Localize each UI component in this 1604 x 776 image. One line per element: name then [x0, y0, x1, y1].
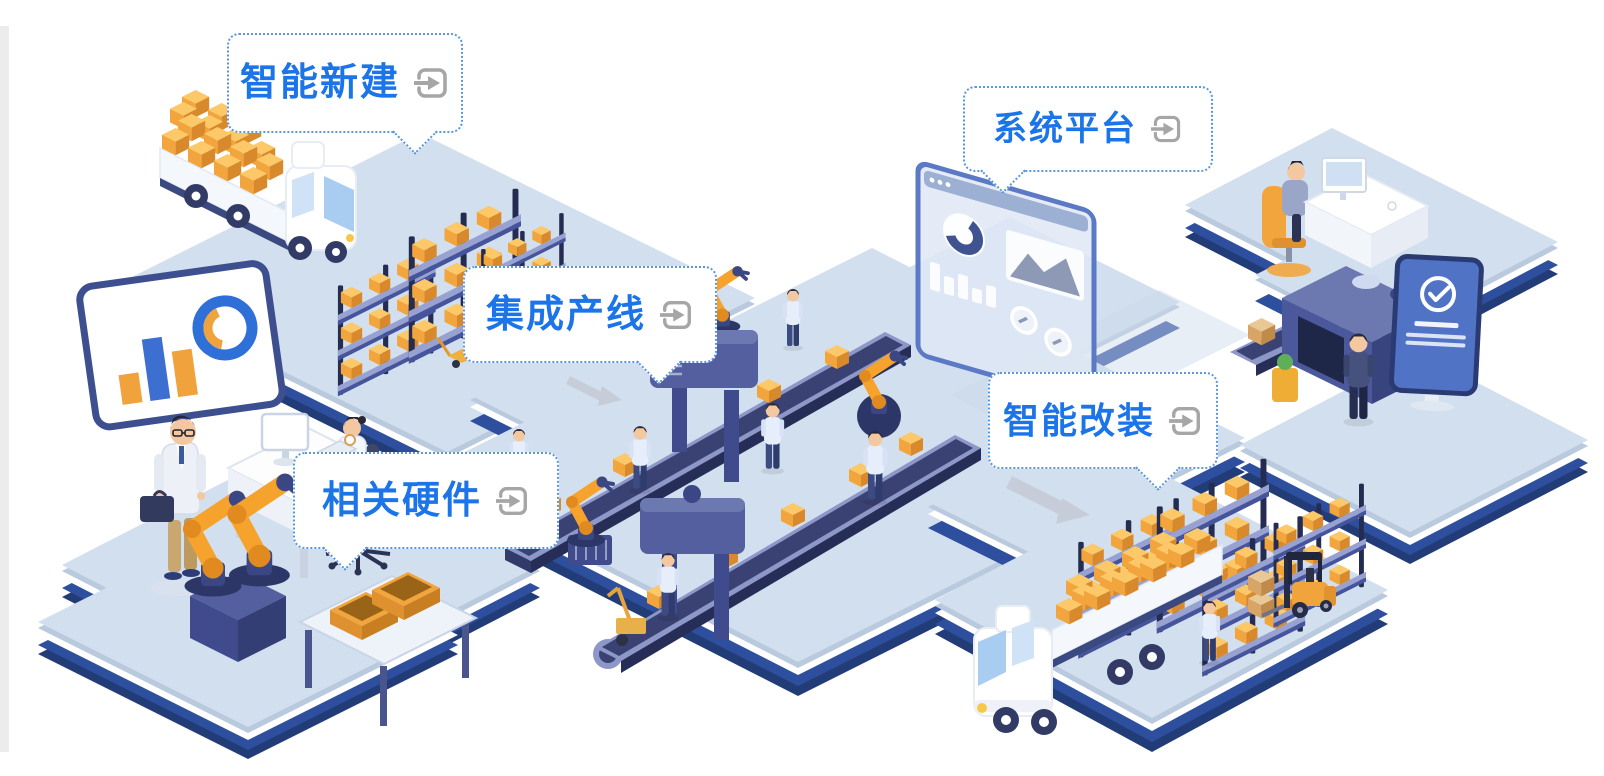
mini-robot	[1272, 368, 1298, 402]
orange-chair	[1262, 186, 1286, 248]
robot-arm-u-turn	[566, 477, 613, 565]
monitor	[260, 412, 310, 452]
forklift	[1248, 552, 1336, 619]
callout-smart-new-build[interactable]: 智能新建	[227, 33, 463, 155]
callout-label: 智能改装	[1002, 399, 1155, 441]
callout-label: 智能新建	[239, 62, 400, 104]
bar-orange	[118, 372, 143, 405]
callout-label: 系统平台	[993, 110, 1137, 148]
area-chart	[1006, 230, 1084, 301]
loaded-truck-inbound	[159, 90, 357, 263]
callout-related-hardware[interactable]: 相关硬件	[293, 452, 559, 571]
inspection-sign-board	[1388, 254, 1484, 412]
callout-system-platform[interactable]: 系统平台	[963, 86, 1213, 194]
gauge-icons	[1010, 306, 1072, 357]
check-circle-icon	[1420, 276, 1457, 313]
callout-smart-retrofit[interactable]: 智能改装	[988, 372, 1218, 491]
callout-label: 相关硬件	[321, 479, 482, 522]
loaded-truck-outbound	[973, 528, 1223, 735]
bar-chart	[930, 261, 996, 308]
enter-arrow-icon	[1151, 115, 1181, 143]
robot-arm-ball-base	[857, 351, 906, 438]
presentation-chart-board	[76, 260, 286, 431]
callout-label: 集成产线	[485, 293, 646, 336]
hand-trolley-icon	[606, 586, 646, 646]
page-left-strip	[0, 26, 9, 752]
bar-blue	[141, 336, 171, 402]
briefcase-icon	[140, 496, 174, 522]
enter-arrow-icon	[1169, 406, 1200, 435]
callout-integrated-production-line[interactable]: 集成产线	[463, 266, 717, 385]
flow-arrow-bottom-right	[1006, 476, 1090, 524]
open-crate	[372, 572, 440, 620]
conveyor-line-upper	[505, 332, 911, 573]
enter-arrow-icon	[414, 68, 447, 98]
donut-ring	[192, 295, 258, 361]
seated-person	[1282, 180, 1308, 216]
office-workstation-top-right	[1262, 157, 1431, 277]
manager-with-briefcase	[140, 415, 210, 596]
sign-text-line	[1414, 321, 1459, 329]
robot-assembly-bench	[183, 474, 479, 726]
enter-arrow-icon	[660, 300, 691, 329]
enter-arrow-icon	[496, 486, 527, 515]
flow-arrow-center	[566, 376, 622, 406]
bar-orange	[171, 348, 198, 398]
